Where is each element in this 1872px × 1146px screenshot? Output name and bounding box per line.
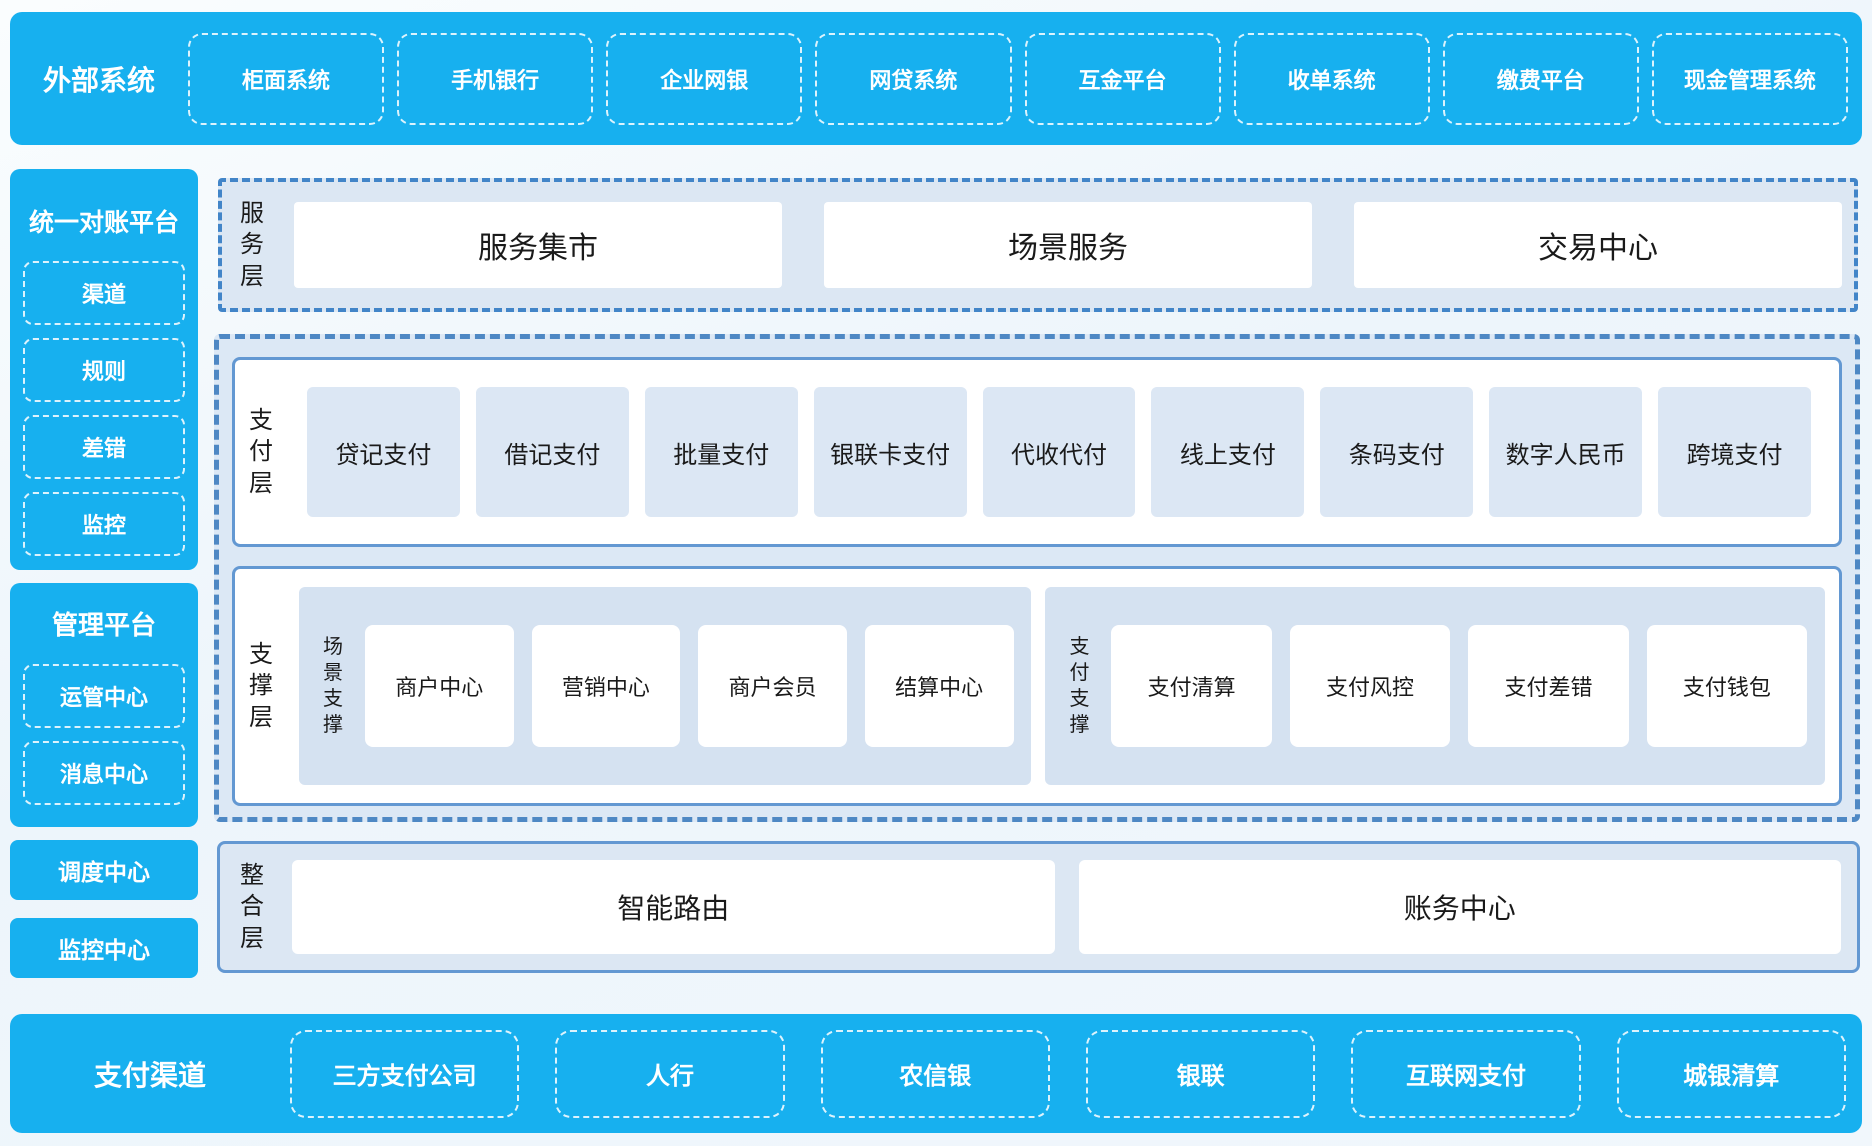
node-accounting-center: 账务中心 — [1078, 860, 1841, 954]
external-systems-title: 外部系统 — [42, 64, 155, 96]
node-payment-risk-control: 支付风控 — [1289, 625, 1451, 747]
node-barcode-payment: 条码支付 — [1320, 387, 1474, 517]
node-debit-payment: 借记支付 — [475, 387, 629, 517]
node-payment-discrepancy: 支付差错 — [1468, 625, 1629, 747]
payment-support-label: 支付支撑 — [1069, 636, 1090, 736]
node-settlement-center: 结算中心 — [864, 625, 1014, 747]
payment-channels-items: 三方支付公司 人行 农信银 银联 互联网支付 城银清算 — [290, 1029, 1846, 1118]
node-internet-payment: 互联网支付 — [1351, 1029, 1581, 1118]
payment-layer-label: 支付层 — [249, 407, 273, 497]
node-unionpay-card-payment: 银联卡支付 — [813, 387, 967, 517]
payment-channels-bar: 支付渠道 三方支付公司 人行 农信银 银联 互联网支付 城银清算 — [10, 1014, 1862, 1133]
node-scene-service: 场景服务 — [824, 202, 1312, 288]
node-monitoring: 监控 — [23, 492, 185, 556]
service-layer-items: 服务集市 场景服务 交易中心 — [294, 202, 1842, 288]
node-collection-payment: 代收代付 — [982, 387, 1136, 517]
payment-channels-title: 支付渠道 — [93, 1059, 206, 1091]
external-systems-bar: 外部系统 柜面系统 手机银行 企业网银 网贷系统 互金平台 收单系统 缴费平台 … — [10, 12, 1862, 145]
management-platform-title: 管理平台 — [51, 610, 156, 640]
node-mobile-banking: 手机银行 — [397, 32, 594, 125]
support-layer-label: 支撑层 — [249, 641, 273, 731]
node-credit-payment: 贷记支付 — [307, 387, 460, 517]
node-online-payment: 线上支付 — [1151, 387, 1305, 517]
node-dispatch-center: 调度中心 — [10, 840, 198, 900]
node-counter-system: 柜面系统 — [188, 32, 385, 125]
node-payment-wallet: 支付钱包 — [1646, 625, 1808, 747]
node-discrepancy: 差错 — [23, 415, 185, 479]
scene-support-label: 场景支撑 — [323, 636, 343, 736]
node-acquiring-system: 收单系统 — [1233, 32, 1430, 125]
reconciliation-items: 渠道 规则 差错 监控 — [10, 239, 198, 556]
node-smart-routing: 智能路由 — [292, 860, 1055, 954]
node-third-party-payment-company: 三方支付公司 — [290, 1029, 520, 1118]
reconciliation-platform-panel: 统一对账平台 渠道 规则 差错 监控 — [10, 169, 198, 570]
node-corporate-ebank: 企业网银 — [606, 32, 803, 125]
external-systems-items: 柜面系统 手机银行 企业网银 网贷系统 互金平台 收单系统 缴费平台 现金管理系… — [188, 32, 1848, 125]
node-digital-rmb: 数字人民币 — [1489, 387, 1643, 517]
node-rural-credit-bank: 农信银 — [820, 1029, 1050, 1118]
payment-support-wrapper: 支付层 贷记支付 借记支付 批量支付 银联卡支付 代收代付 线上支付 条码支付 … — [214, 334, 1860, 822]
integration-layer-items: 智能路由 账务中心 — [292, 860, 1841, 954]
management-platform-panel: 管理平台 运管中心 消息中心 — [10, 583, 198, 827]
integration-layer-label: 整合层 — [240, 862, 264, 952]
node-cash-management-system: 现金管理系统 — [1651, 32, 1848, 125]
payment-layer-container: 支付层 贷记支付 借记支付 批量支付 银联卡支付 代收代付 线上支付 条码支付 … — [232, 357, 1842, 547]
node-fee-payment-platform: 缴费平台 — [1442, 32, 1639, 125]
integration-layer-container: 整合层 智能路由 账务中心 — [217, 841, 1860, 973]
node-marketing-center: 营销中心 — [531, 625, 681, 747]
payment-support-group: 支付支撑 支付清算 支付风控 支付差错 支付钱包 — [1045, 587, 1825, 785]
scene-support-group: 场景支撑 商户中心 营销中心 商户会员 结算中心 — [299, 587, 1032, 785]
node-cross-border-payment: 跨境支付 — [1658, 387, 1812, 517]
node-payment-clearing: 支付清算 — [1111, 625, 1272, 747]
payment-support-items: 支付清算 支付风控 支付差错 支付钱包 — [1111, 625, 1808, 747]
support-layer-groups: 场景支撑 商户中心 营销中心 商户会员 结算中心 支付支撑 支付清算 支付风控 … — [299, 587, 1825, 785]
node-monitoring-center: 监控中心 — [10, 918, 198, 978]
node-pboc: 人行 — [555, 1029, 785, 1118]
node-merchant-center: 商户中心 — [365, 625, 514, 747]
scene-support-items: 商户中心 营销中心 商户会员 结算中心 — [365, 625, 1014, 747]
support-layer-container: 支撑层 场景支撑 商户中心 营销中心 商户会员 结算中心 支付支撑 支付清算 — [232, 566, 1842, 806]
node-unionpay: 银联 — [1085, 1029, 1316, 1118]
node-message-center: 消息中心 — [23, 741, 185, 805]
service-layer-label: 服务层 — [240, 200, 264, 290]
node-merchant-member: 商户会员 — [698, 625, 847, 747]
management-items: 运管中心 消息中心 — [10, 642, 198, 805]
node-internet-finance-platform: 互金平台 — [1024, 32, 1221, 125]
node-rules: 规则 — [23, 338, 185, 402]
service-layer-container: 服务层 服务集市 场景服务 交易中心 — [218, 178, 1858, 312]
node-operation-center: 运管中心 — [23, 664, 185, 728]
node-channel: 渠道 — [23, 261, 185, 325]
node-transaction-center: 交易中心 — [1354, 202, 1842, 288]
node-service-market: 服务集市 — [294, 202, 782, 288]
node-batch-payment: 批量支付 — [644, 387, 798, 517]
node-online-loan-system: 网贷系统 — [815, 32, 1012, 125]
payment-layer-items: 贷记支付 借记支付 批量支付 银联卡支付 代收代付 线上支付 条码支付 数字人民… — [307, 387, 1812, 517]
node-city-bank-clearing: 城银清算 — [1616, 1029, 1846, 1118]
reconciliation-platform-title: 统一对账平台 — [28, 209, 179, 237]
